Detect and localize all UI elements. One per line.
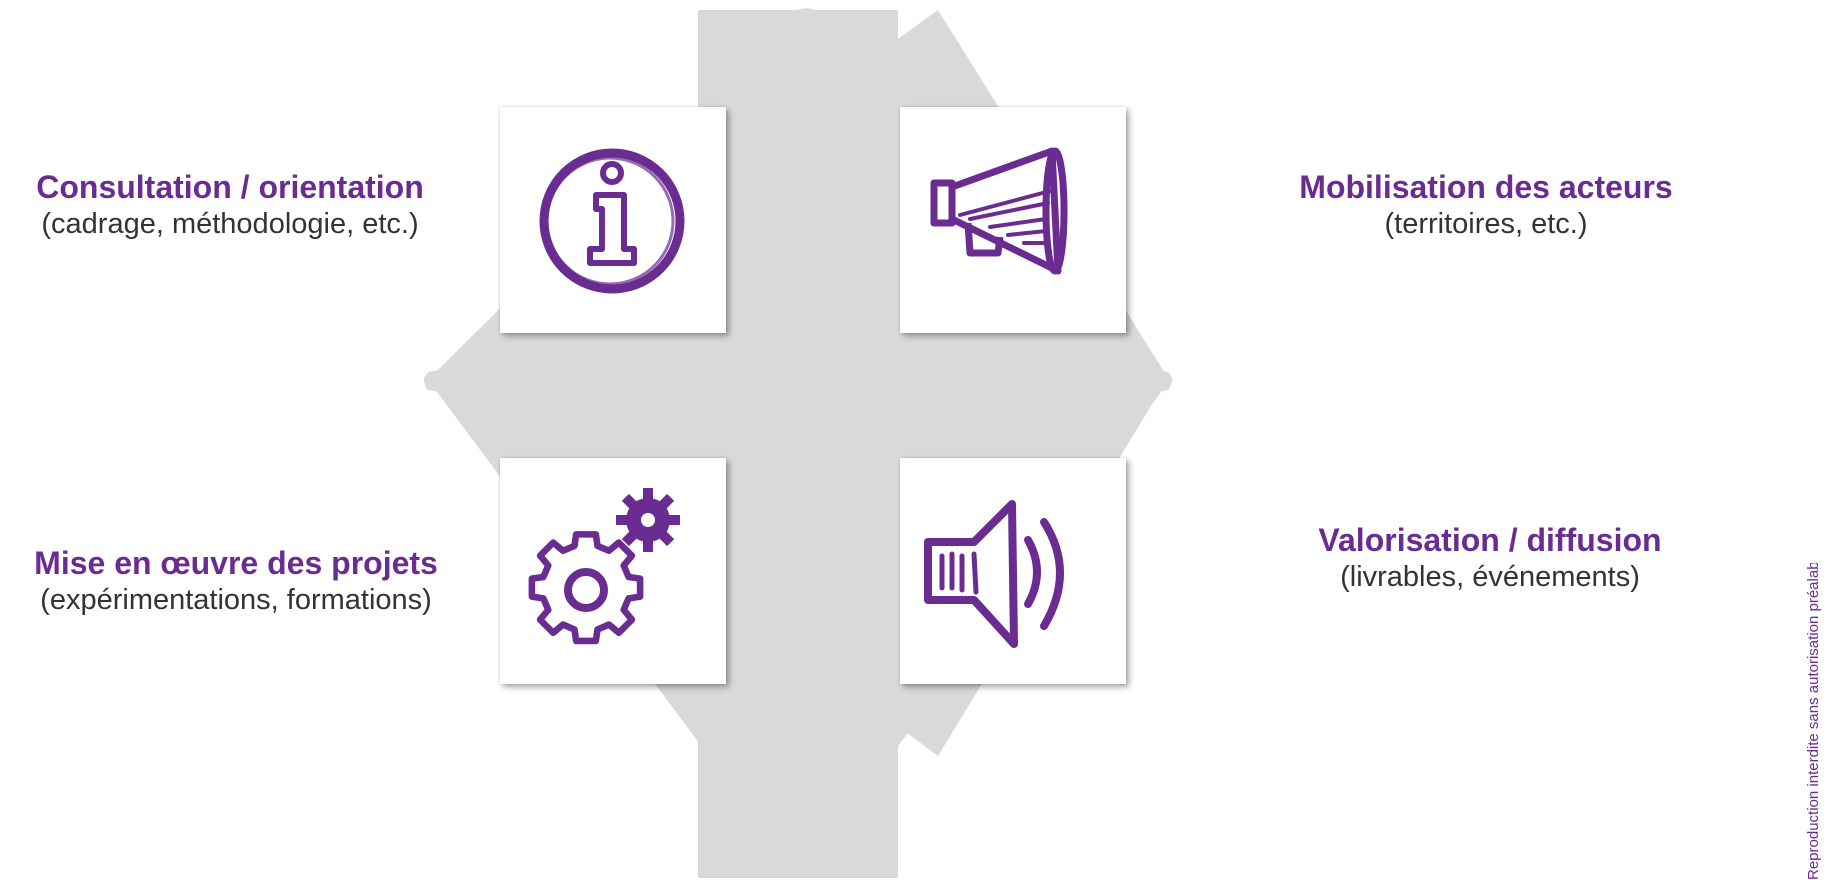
label-mise-en-oeuvre-title: Mise en œuvre des projets [34,545,438,581]
legal-notice-text: Reproduction interdite sans autorisation… [1806,563,1822,880]
speaker-icon [924,500,1064,648]
label-mise-en-oeuvre-subtitle: (expérimentations, formations) [40,584,432,616]
label-mise-en-oeuvre: Mise en œuvre des projets (expérimentati… [0,544,472,618]
label-valorisation-title: Valorisation / diffusion [1318,522,1662,558]
tile-valorisation [900,458,1126,684]
label-mobilisation: Mobilisation des acteurs (territoires, e… [1136,168,1836,242]
gears-icon [528,488,680,645]
label-consultation-subtitle: (cadrage, méthodologie, etc.) [41,208,419,240]
label-valorisation: Valorisation / diffusion (livrables, évé… [1150,521,1830,595]
label-valorisation-subtitle: (livrables, événements) [1340,561,1640,593]
label-mobilisation-title: Mobilisation des acteurs [1299,169,1673,205]
tile-consultation [500,107,726,333]
tile-mobilisation [900,107,1126,333]
label-consultation: Consultation / orientation (cadrage, mét… [0,168,460,242]
tile-mise-en-oeuvre [500,458,726,684]
megaphone-icon [930,147,1068,275]
legal-notice: Reproduction interdite sans autorisation… [1806,563,1828,880]
info-icon [539,148,685,294]
label-consultation-title: Consultation / orientation [36,169,424,205]
label-mobilisation-subtitle: (territoires, etc.) [1384,208,1588,240]
